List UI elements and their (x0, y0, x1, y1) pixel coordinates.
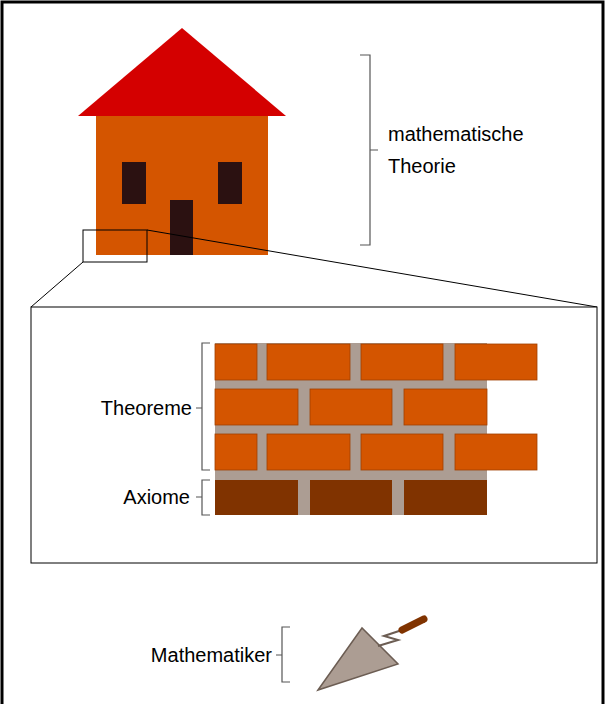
house-wall (96, 115, 268, 255)
trowel (318, 619, 424, 690)
house (78, 28, 286, 255)
zoom-line (31, 262, 83, 307)
bracket-label: Mathematiker (32, 639, 272, 671)
foundation-brick (215, 480, 298, 515)
bracket (276, 627, 290, 682)
foundation-brick (310, 480, 392, 515)
brick (267, 344, 350, 380)
brick (455, 344, 537, 380)
brick (215, 344, 257, 380)
brick-wall (215, 343, 537, 515)
bracket-label: mathematische Theorie (388, 118, 538, 182)
bracket (196, 343, 210, 470)
zoom-panel (31, 307, 597, 563)
mortar (215, 343, 487, 515)
bracket-label: Axiome (30, 481, 190, 513)
bracket (196, 480, 210, 515)
zoom-line (147, 230, 597, 307)
brick (267, 434, 350, 470)
bracket-label: Theoreme (32, 392, 192, 424)
foundation-brick (404, 480, 487, 515)
window (218, 162, 242, 204)
trowel-handle (402, 619, 424, 630)
window (122, 162, 146, 204)
door (170, 200, 193, 255)
zoom-marker (83, 230, 147, 262)
trowel-shank (378, 630, 402, 646)
brick (455, 434, 537, 470)
brick (361, 344, 443, 380)
brick (215, 389, 298, 425)
brick (215, 434, 257, 470)
brick (310, 389, 392, 425)
brick (361, 434, 443, 470)
bracket (360, 55, 378, 245)
brick (404, 389, 487, 425)
house-roof (78, 28, 286, 116)
